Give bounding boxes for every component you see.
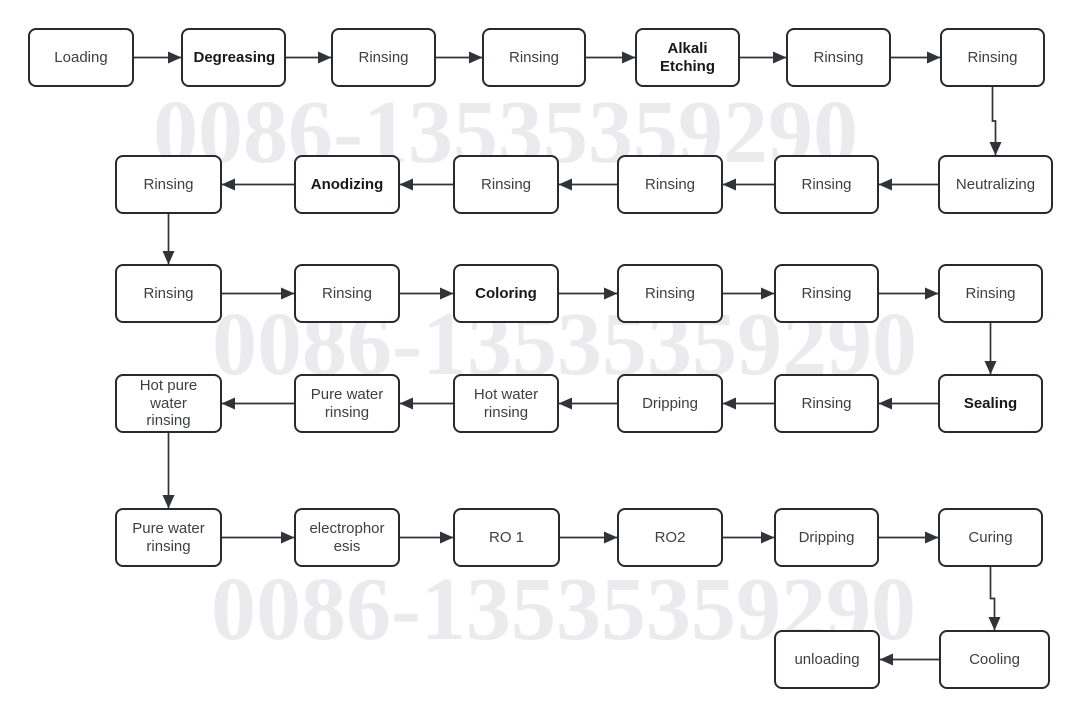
flow-node-label: electrophoresis (309, 519, 385, 555)
flow-node-sealing: Sealing (938, 374, 1043, 433)
flow-node-label: unloading (794, 650, 860, 668)
flow-node-rinsing-1: Rinsing (331, 28, 436, 87)
flow-node-label: Rinsing (967, 48, 1018, 66)
flow-node-label: Rinsing (143, 175, 194, 193)
flow-node-coloring: Coloring (453, 264, 559, 323)
flow-node-label: Neutralizing (955, 175, 1036, 193)
flow-node-label: Degreasing (193, 48, 276, 66)
flow-node-label: Rinsing (644, 175, 696, 193)
flow-node-label: Rinsing (644, 284, 696, 302)
flow-node-label: Hot water rinsing (473, 385, 539, 421)
flow-node-rinsing-5: Rinsing (774, 155, 879, 214)
flow-node-label: RO 1 (488, 528, 524, 546)
flow-node-label: Pure water rinsing (132, 519, 205, 555)
flow-node-rinsing-8: Rinsing (115, 155, 222, 214)
flow-node-label: Rinsing (480, 175, 532, 193)
flow-node-label: Rinsing (801, 175, 852, 193)
flow-node-rinsing-12: Rinsing (774, 264, 879, 323)
flow-node-rinsing-7: Rinsing (453, 155, 559, 214)
flow-node-label: Dripping (642, 394, 698, 412)
flow-node-dripping-2: Dripping (774, 508, 879, 567)
flow-node-rinsing-4: Rinsing (940, 28, 1045, 87)
flow-node-label: Rinsing (321, 284, 373, 302)
flow-node-rinsing-9: Rinsing (115, 264, 222, 323)
flow-node-rinsing-13: Rinsing (938, 264, 1043, 323)
flow-node-hot-pure-water-rinsing: Hot pure water rinsing (115, 374, 222, 433)
flow-node-label: Dripping (798, 528, 855, 546)
flow-node-pure-water-rinsing-1: Pure water rinsing (294, 374, 400, 433)
flow-node-cooling: Cooling (939, 630, 1050, 689)
flow-node-label: Cooling (969, 650, 1020, 668)
flow-node-label: Alkali Etching (660, 39, 715, 75)
flow-node-label: Rinsing (358, 48, 409, 66)
flow-node-pure-water-rinsing-2: Pure water rinsing (115, 508, 222, 567)
flow-node-electrophoresis: electrophoresis (294, 508, 400, 567)
flow-node-rinsing-6: Rinsing (617, 155, 723, 214)
flow-node-label: Anodizing (310, 175, 384, 193)
flow-node-neutralizing: Neutralizing (938, 155, 1053, 214)
flow-node-label: Curing (968, 528, 1013, 546)
flow-node-loading: Loading (28, 28, 134, 87)
flow-node-label: Pure water rinsing (310, 385, 384, 421)
flow-node-dripping-1: Dripping (617, 374, 723, 433)
flow-arrow-curing-to-cooling (988, 567, 1001, 631)
flow-node-label: Sealing (963, 394, 1018, 412)
flow-node-hot-water-rinsing: Hot water rinsing (453, 374, 559, 433)
flow-arrow-rinsing-4-to-neutralizing (989, 87, 1002, 156)
flow-node-label: Rinsing (801, 394, 852, 412)
flow-node-label: RO2 (654, 528, 686, 546)
flow-node-ro-2: RO2 (617, 508, 723, 567)
flow-node-label: Coloring (475, 284, 537, 302)
flow-node-label: Rinsing (813, 48, 864, 66)
flow-node-unloading: unloading (774, 630, 880, 689)
flow-node-alkali-etching: Alkali Etching (635, 28, 740, 87)
flow-node-anodizing: Anodizing (294, 155, 400, 214)
flow-node-label: Rinsing (801, 284, 852, 302)
flow-node-rinsing-11: Rinsing (617, 264, 723, 323)
flow-node-label: Loading (54, 48, 108, 66)
flow-node-label: Rinsing (965, 284, 1016, 302)
flow-node-ro-1: RO 1 (453, 508, 560, 567)
flow-node-rinsing-14: Rinsing (774, 374, 879, 433)
flow-node-label: Rinsing (143, 284, 194, 302)
flow-node-label: Hot pure water rinsing (139, 376, 198, 430)
flow-node-rinsing-2: Rinsing (482, 28, 586, 87)
flow-node-curing: Curing (938, 508, 1043, 567)
flow-node-degreasing: Degreasing (181, 28, 286, 87)
flow-node-rinsing-3: Rinsing (786, 28, 891, 87)
flow-node-rinsing-10: Rinsing (294, 264, 400, 323)
flow-node-label: Rinsing (508, 48, 560, 66)
